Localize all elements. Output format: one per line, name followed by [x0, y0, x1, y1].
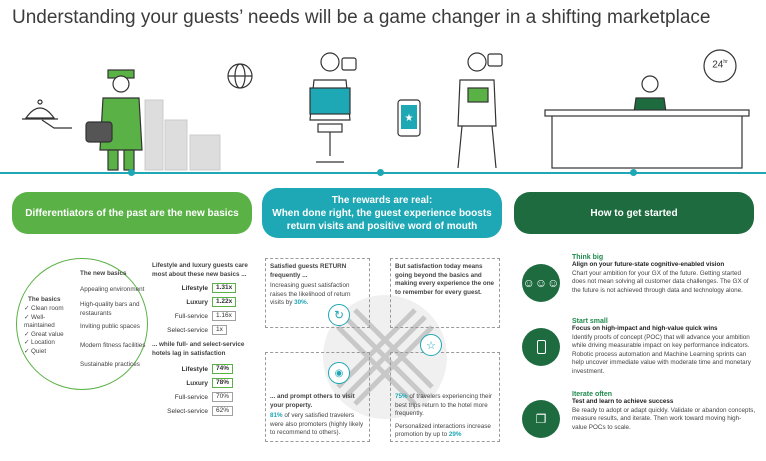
svg-text:★: ★: [405, 113, 414, 124]
banner-rewards: The rewards are real: When done right, t…: [262, 188, 502, 238]
clock-label: 24hr: [712, 59, 728, 71]
reception-desk: [544, 75, 750, 169]
buildings-icon: [144, 99, 221, 171]
list-item: ✓ Great value: [24, 330, 64, 338]
bellhop-figure: [85, 69, 143, 171]
rewards-box-promoters: ... and prompt others to visit your prop…: [265, 352, 370, 442]
list-item: ✓ Location: [24, 339, 55, 346]
basics-list: ✓ Clean room ✓ Well-maintained ✓ Great v…: [24, 305, 74, 356]
list-item: ✓ Well-maintained: [24, 313, 55, 330]
timeline-dot: [377, 169, 384, 176]
timeline-dot: [630, 169, 637, 176]
new-basics-item: Modern fitness facilities: [80, 342, 146, 349]
steps-panel: ☺☺☺ Think big Align on your future-state…: [510, 250, 760, 450]
rewards-box-return: Satisfied guests RETURN frequently ... I…: [265, 258, 370, 328]
rewards-hatch-graphic: [323, 295, 447, 419]
page-title: Understanding your guests’ needs will be…: [12, 7, 711, 28]
new-basics-item: High-quality bars and restaurants: [80, 301, 140, 317]
star-icon: ☆: [420, 334, 442, 356]
lifestyle-heading: Lifestyle and luxury guests care most ab…: [152, 262, 248, 278]
step-think-big: Think big Align on your future-state cog…: [572, 254, 749, 294]
globe-icon: [227, 63, 253, 89]
new-basics-item: Appealing environment: [80, 286, 145, 293]
person-pin-icon: ◉: [328, 362, 350, 384]
step-iterate-often: Iterate often Test and learn to achieve …: [572, 391, 756, 431]
rewards-box-best-trips: 75% of travelers experiencing their best…: [390, 352, 500, 442]
refresh-icon: ↻: [328, 304, 350, 326]
mobile-phone-icon: [522, 328, 560, 366]
basics-circle: [16, 258, 148, 390]
new-basics-item: Inviting public spaces: [80, 323, 140, 330]
list-item: ✓ Quiet: [24, 347, 47, 355]
people-group-icon: ☺☺☺: [522, 264, 560, 302]
chat-bubbles-icon: ❐: [522, 400, 560, 438]
step-start-small: Start small Focus on high-impact and hig…: [572, 318, 751, 375]
new-basics-item: Sustainable practices: [80, 361, 140, 368]
woman-tablet-figure: [457, 52, 503, 169]
timeline-dot: [128, 169, 135, 176]
new-basics-heading: The new basics: [80, 270, 127, 277]
banner-past-differentiators: Differentiators of the past are the new …: [12, 192, 252, 234]
woman-laptop-figure: [309, 52, 357, 163]
hero-illustration: ★: [22, 49, 750, 171]
clock-icon: [703, 49, 737, 83]
cloche-icon: [22, 99, 72, 129]
phone-icon: ★: [397, 99, 421, 137]
list-item: ✓ Clean room: [24, 305, 64, 312]
banner-how-to-start: How to get started: [514, 192, 754, 234]
basics-heading: The basics: [28, 296, 61, 303]
rewards-box-beyond-basics: But satisfaction today means going beyon…: [390, 258, 500, 328]
satisfaction-heading: ... while full- and select-service hotel…: [152, 341, 245, 357]
